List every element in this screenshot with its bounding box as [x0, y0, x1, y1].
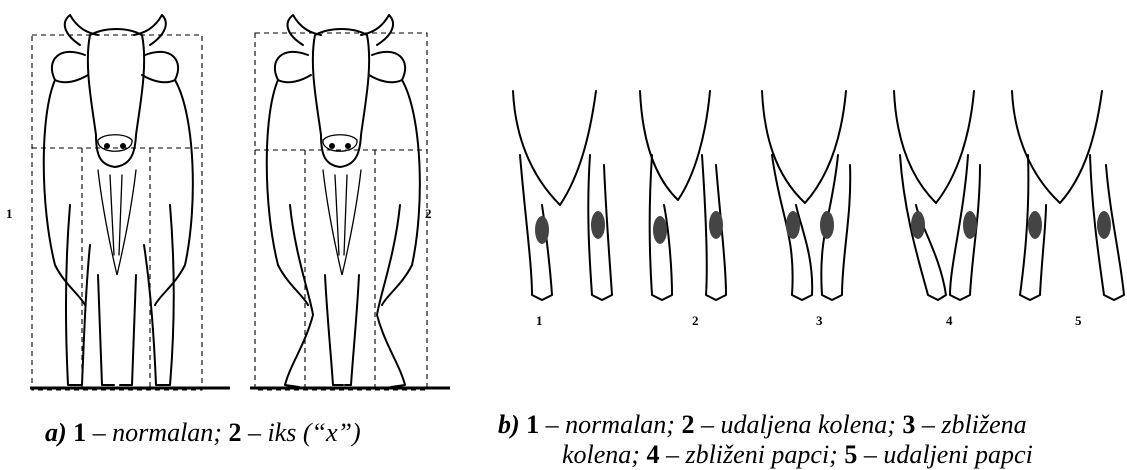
- caption-b-letter: b): [498, 410, 520, 439]
- hind-legs-figure-4: [894, 91, 980, 300]
- caption-a-n2: 2: [228, 418, 241, 447]
- ground-line-1: [30, 385, 230, 391]
- caption-a-t1: – normalan;: [86, 418, 228, 447]
- caption-b-n3: 3: [902, 410, 915, 439]
- hind-legs-figure-3: [762, 91, 850, 300]
- figure-label-b3: 3: [816, 313, 823, 329]
- caption-b-t3: – zbližena: [915, 410, 1026, 439]
- figure-label-b5: 5: [1075, 313, 1082, 329]
- cow-front-view-x-legged-icon: [235, 5, 455, 405]
- figure-label-b1: 1: [536, 313, 543, 329]
- hind-legs-figure-5: [1012, 91, 1124, 300]
- caption-a-t2: – iks (“x”): [241, 418, 360, 447]
- caption-b-n4: 4: [646, 440, 659, 469]
- caption-b-t1: – normalan;: [539, 410, 681, 439]
- caption-a-n1: 1: [73, 418, 86, 447]
- caption-b-n2: 2: [681, 410, 694, 439]
- caption-b-t2: – udaljena kolena;: [694, 410, 902, 439]
- caption-a: a) 1 – normalan; 2 – iks (“x”): [45, 418, 361, 448]
- hind-legs-figure-1: [513, 91, 612, 300]
- panel-b: 1 2 3 4 5 b) 1 – normalan; 2 – udaljena …: [480, 0, 1127, 452]
- panel-a: 1 2 a) 1 – normalan; 2 – iks (“x”): [0, 0, 470, 452]
- caption-b-line2-a: kolena;: [562, 440, 646, 469]
- caption-a-letter: a): [45, 418, 67, 447]
- cow-hind-legs-icon: [480, 85, 1127, 415]
- caption-b-n5: 5: [844, 440, 857, 469]
- figure-label-2: 2: [425, 206, 432, 222]
- hind-legs-figure-2: [640, 91, 726, 300]
- caption-b-line1: b) 1 – normalan; 2 – udaljena kolena; 3 …: [498, 410, 1027, 440]
- caption-b-n1: 1: [526, 410, 539, 439]
- caption-b-t5: – udaljeni papci: [857, 440, 1032, 469]
- figure-label-b2: 2: [692, 313, 699, 329]
- ground-line-2: [250, 385, 450, 391]
- cow-front-view-normal-icon: [10, 5, 230, 405]
- caption-b-t4: – zbliženi papci;: [659, 440, 844, 469]
- figure-label-1: 1: [6, 206, 13, 222]
- caption-b-line2: kolena; 4 – zbliženi papci; 5 – udaljeni…: [562, 440, 1033, 470]
- figure-label-b4: 4: [946, 313, 953, 329]
